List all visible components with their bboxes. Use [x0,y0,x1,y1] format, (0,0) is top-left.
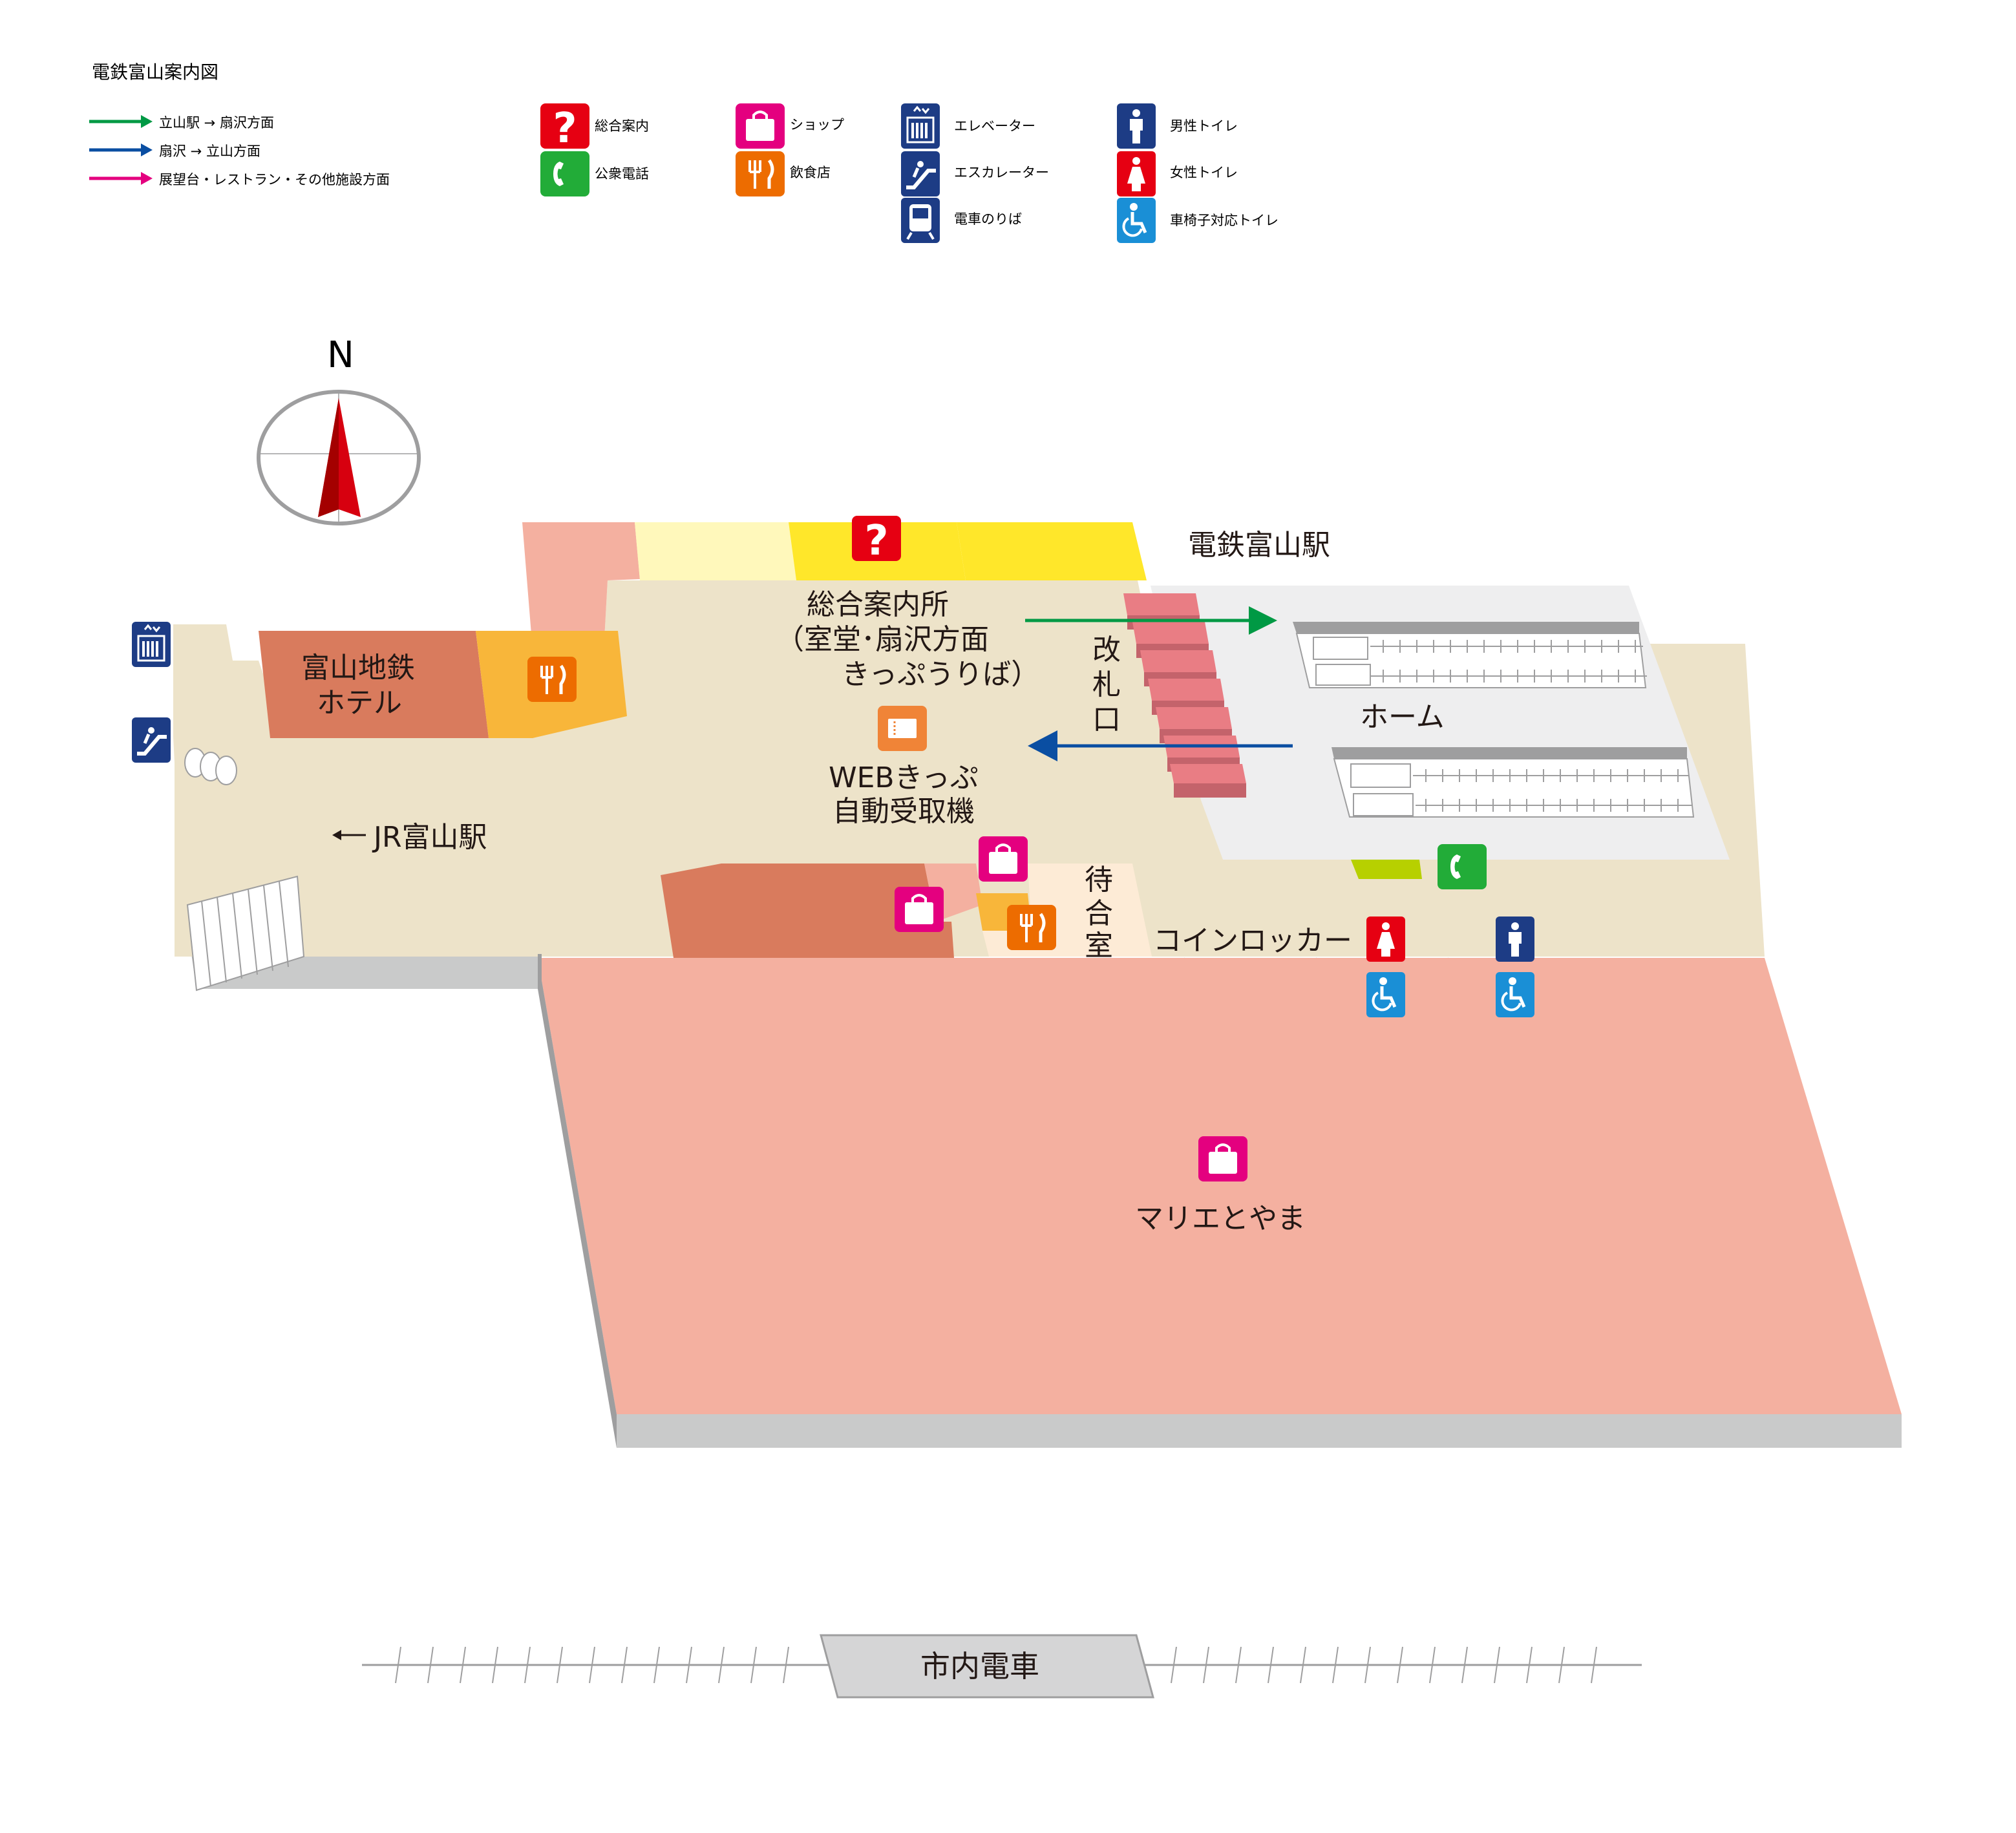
area-top-yellow-light [635,522,796,580]
city-tram-platform [820,1634,1154,1699]
escalator-icon [901,151,940,196]
information-icon[interactable] [852,516,901,565]
legend-label: エスカレーター [954,165,1049,180]
legend-label: 飲食店 [790,165,831,180]
womens-toilet-icon[interactable] [1366,917,1405,962]
accessible-toilet-icon[interactable] [1366,972,1405,1017]
info-center-label: （室堂･扇沢方面 [776,623,989,656]
city-tram-label: 市内電車 [920,1649,1039,1684]
hotel-area [259,631,489,738]
elevator-icon [900,102,941,150]
accessible-toilet-icon[interactable] [1496,972,1534,1017]
elevator-icon[interactable] [131,620,172,668]
platform-label: ホーム [1360,701,1445,734]
web-ticket-label: 自動受取機 [833,795,975,828]
ticket-gate-label: 口 [1092,703,1121,736]
compass: N [257,334,421,525]
city-tram-track: 市内電車 [362,1634,1642,1699]
ticket-gate-label: 札 [1092,668,1121,701]
icon-legend: 総合案内 公衆電話 ショップ 飲食店 エレベーター エスカレーター 電車のりば … [540,102,1279,244]
public-phone-icon [540,151,589,196]
green-bench-area [1351,860,1422,879]
hotel-label: ホテル [317,686,402,719]
shop-icon[interactable] [1197,1135,1249,1183]
shop-icon [734,102,786,150]
route-arrow-blue [1028,730,1293,761]
staircase [186,875,305,991]
map-title: 電鉄富山案内図 [92,61,218,83]
legend-label: 総合案内 [595,118,649,134]
waiting-room-label: 待 [1085,864,1113,896]
info-center-label: 総合案内所 [807,588,949,621]
legend-label: 公衆電話 [595,166,649,182]
route-arrow-green [1025,606,1277,635]
waiting-room-label: 合 [1085,897,1113,930]
marie-toyama-label: マリエとやま [1135,1202,1306,1235]
legend-label: 車椅子対応トイレ [1170,213,1279,228]
shop-area-brown [661,864,954,958]
ticket-gate-label: 改 [1092,633,1121,666]
compass-north-label: N [327,334,354,376]
info-center-label: きっぷうりば） [842,658,1039,691]
accessible-toilet-icon [1117,198,1156,243]
restaurant-icon[interactable] [1007,905,1056,950]
web-ticket-label: WEBきっぷ [829,761,979,794]
marie-toyama-building [538,958,1902,1414]
womens-toilet-icon [1117,151,1156,196]
legend-label: 女性トイレ [1170,165,1238,180]
mens-toilet-icon[interactable] [1496,917,1534,962]
escalator-icon[interactable] [132,717,171,763]
information-icon [540,103,589,153]
legend-label: 電車のりば [954,211,1022,227]
shop-icon[interactable] [977,835,1029,883]
station-name-label: 電鉄富山駅 [1188,529,1330,562]
route-legend-label: 立山駅 → 扇沢方面 [159,115,274,131]
legend-label: 男性トイレ [1170,118,1238,134]
mens-toilet-icon [1117,103,1156,149]
waiting-room-label: 室 [1085,929,1113,962]
escalator-rollers [184,748,237,785]
ticket-gates [1123,593,1246,798]
route-legend-label: 扇沢 → 立山方面 [159,143,260,159]
route-legend-label: 展望台・レストラン・その他施設方面 [159,172,390,187]
web-ticket-icon[interactable] [876,705,928,752]
legend-label: エレベーター [954,118,1035,134]
shop-icon[interactable] [893,885,945,933]
route-legend: 立山駅 → 扇沢方面 扇沢 → 立山方面 展望台・レストラン・その他施設方面 [89,115,390,187]
train-platform-icon [900,196,941,244]
restaurant-icon [736,151,785,196]
jr-station-label: JR富山駅 [372,821,487,854]
public-phone-icon[interactable] [1438,844,1487,889]
jr-direction-arrow-icon [332,830,366,840]
hotel-label: 富山地鉄 [301,652,415,684]
coin-locker-label: コインロッカー [1153,924,1352,957]
legend-label: ショップ [790,117,844,132]
platform-track-lower [1332,747,1695,818]
platform-track-upper [1293,622,1647,688]
area-top-right-yellow [957,522,1147,580]
restaurant-icon[interactable] [527,657,577,702]
